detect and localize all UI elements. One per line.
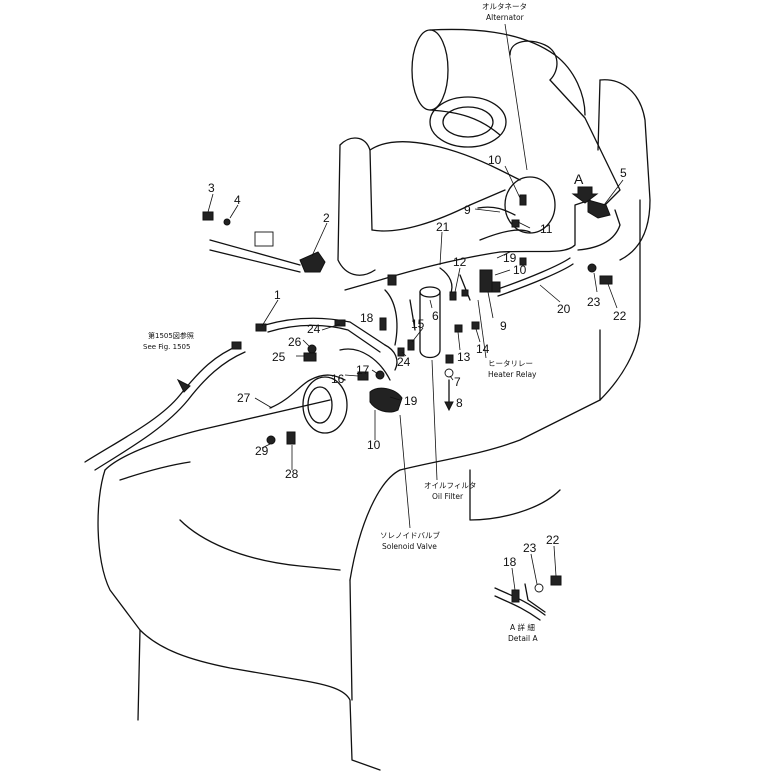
part-label: 10 — [367, 438, 381, 452]
parts — [176, 186, 613, 445]
detail-a-caption-jp: A 詳 細 — [510, 622, 535, 632]
part-label: 13 — [457, 350, 471, 364]
part-label: 22 — [546, 533, 560, 547]
part-label: 14 — [476, 342, 490, 356]
see-fig-caption-en: See Fig. 1505 — [143, 343, 190, 351]
part-label: 3 — [208, 181, 215, 195]
part-label: 25 — [272, 350, 286, 364]
engine-block-outline — [97, 199, 641, 771]
part-label: 23 — [523, 541, 537, 555]
part-label: 28 — [285, 467, 299, 481]
wiring-harness — [84, 199, 621, 471]
heater-relay-caption-jp: ヒータリレー — [488, 359, 533, 368]
part-label: 6 — [432, 309, 439, 323]
part-number-labels: 3 4 2 1 10 9 11 5 21 12 19 10 23 22 20 9… — [208, 153, 627, 569]
part-label: 12 — [453, 255, 467, 269]
part-label: 18 — [360, 311, 374, 325]
part-label: 26 — [288, 335, 302, 349]
part-label: 29 — [255, 444, 269, 458]
alternator-caption-en: Alternator — [486, 13, 525, 22]
part-label: 18 — [503, 555, 517, 569]
detail-a-caption-en: Detail A — [508, 634, 538, 643]
part-label: 22 — [613, 309, 627, 323]
part-label: 20 — [557, 302, 571, 316]
part-label: 19 — [503, 251, 517, 265]
part-label: 21 — [436, 220, 450, 234]
alternator-outline — [337, 137, 556, 276]
view-marker-a: A — [574, 171, 584, 187]
part-label: 23 — [587, 295, 601, 309]
part-label: 17 — [356, 363, 370, 377]
alternator-caption-jp: オルタネータ — [482, 2, 527, 11]
part-label: 9 — [464, 203, 471, 217]
part-label: 5 — [620, 166, 627, 180]
oil-filter-caption-en: Oil Filter — [432, 492, 464, 501]
part-label: 1 — [274, 288, 281, 302]
part-label: 8 — [456, 396, 463, 410]
part-label: 24 — [307, 322, 321, 336]
part-label: 7 — [454, 375, 461, 389]
captions: オルタネータ Alternator ヒータリレー Heater Relay オイ… — [143, 2, 584, 643]
part-label: 19 — [404, 394, 418, 408]
part-label: 9 — [500, 319, 507, 333]
solenoid-valve-caption-en: Solenoid Valve — [382, 542, 437, 551]
oil-filter-caption-jp: オイルフィルタ — [424, 481, 476, 490]
part-label: 27 — [237, 391, 251, 405]
part-label: 2 — [323, 211, 330, 225]
solenoid-valve-caption-jp: ソレノイドバルブ — [380, 530, 440, 540]
part-label: 11 — [540, 222, 553, 236]
part-label: 15 — [411, 317, 425, 331]
leader-lines — [207, 23, 624, 591]
see-fig-caption-jp: 第1505図参照 — [148, 331, 194, 340]
part-label: 10 — [488, 153, 502, 167]
part-label: 24 — [397, 355, 411, 369]
heater-relay-caption-en: Heater Relay — [488, 370, 537, 379]
part-label: 4 — [234, 193, 241, 207]
detail-a-view — [494, 575, 562, 621]
part-label: 10 — [513, 263, 527, 277]
air-cleaner-outline — [411, 28, 651, 261]
part-label: 16 — [331, 372, 345, 386]
